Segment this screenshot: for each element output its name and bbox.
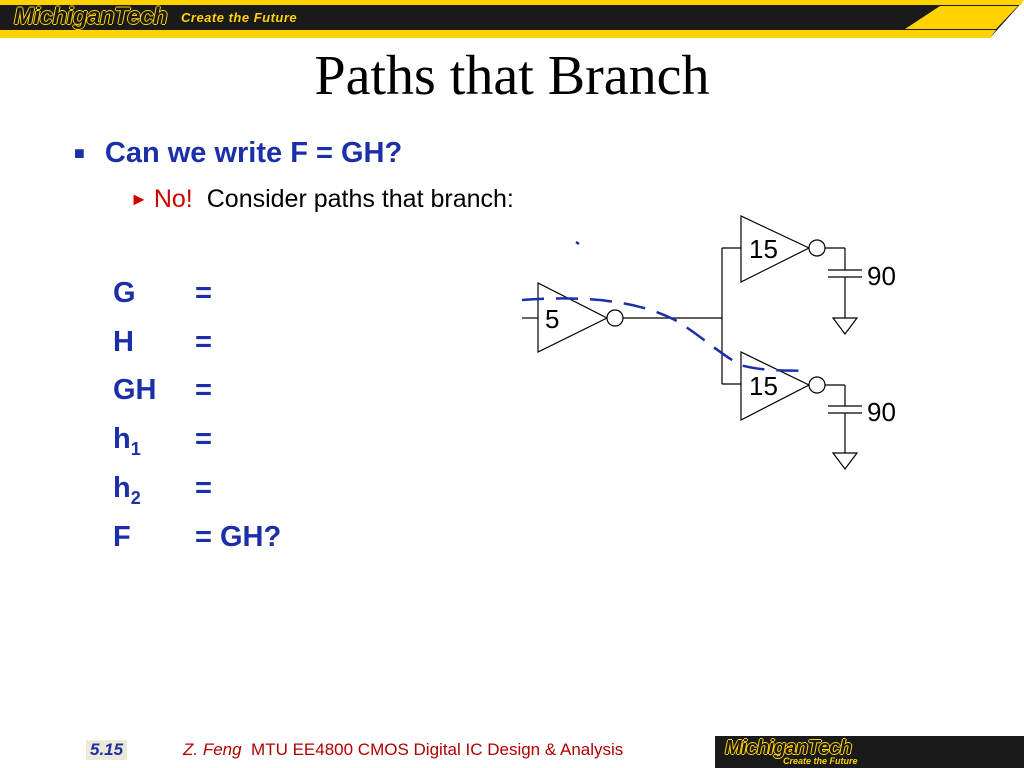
equation-rhs: = bbox=[195, 374, 212, 406]
equation-rhs: = bbox=[195, 277, 212, 309]
bottom-ground-symbol bbox=[831, 452, 859, 470]
bottom-gate-size: 15 bbox=[749, 371, 778, 401]
annotation-tick bbox=[575, 240, 580, 246]
page-number: 5.15 bbox=[86, 740, 128, 760]
equation-lhs: G bbox=[113, 277, 136, 309]
equation-lhs: H bbox=[113, 326, 134, 358]
banner-graphic bbox=[0, 0, 1024, 38]
input-gate-size: 5 bbox=[545, 304, 560, 334]
equation-row: h2 = bbox=[113, 472, 212, 509]
equation-rhs: = bbox=[195, 423, 212, 455]
triangle-bullet-icon: ► bbox=[130, 189, 148, 209]
footer-tagline: Create the Future bbox=[783, 756, 858, 766]
top-load-value: 90 bbox=[867, 261, 896, 291]
equation-row: GH = bbox=[113, 374, 212, 411]
equation-lhs: h2 bbox=[113, 472, 141, 508]
header-tagline: Create the Future bbox=[181, 10, 298, 25]
bullet-level1: ■ Can we write F = GH? bbox=[74, 137, 402, 170]
square-bullet-icon: ■ bbox=[74, 143, 85, 163]
bottom-load-value: 90 bbox=[867, 397, 896, 427]
equation-row: H= bbox=[113, 326, 212, 363]
bottom-inverter-bubble bbox=[808, 376, 826, 394]
top-ground-symbol bbox=[831, 317, 859, 335]
branch-path-dashed bbox=[521, 297, 809, 373]
top-inverter-bubble bbox=[808, 239, 826, 257]
header-banner: MichiganTech Create the Future bbox=[0, 0, 1024, 38]
header-logo: MichiganTech bbox=[14, 3, 168, 30]
slide-title: Paths that Branch bbox=[314, 45, 710, 107]
equation-lhs: GH bbox=[113, 374, 157, 406]
equation-row: F = GH? bbox=[113, 521, 281, 558]
bullet-level1-text: Can we write F = GH? bbox=[104, 137, 403, 169]
top-gate-size: 15 bbox=[749, 234, 778, 264]
bullet-level2-text: Consider paths that branch: bbox=[206, 185, 514, 213]
equation-lhs: h1 bbox=[113, 423, 141, 459]
branching-circuit: 5 15 15 90 90 bbox=[500, 210, 920, 485]
input-inverter-triangle bbox=[537, 282, 609, 353]
equation-row: h1 = bbox=[113, 423, 212, 460]
equation-rhs: = GH? bbox=[195, 521, 282, 553]
bullet-level2-emphasis: No! bbox=[153, 185, 193, 213]
circuit-schematic bbox=[521, 215, 862, 470]
equation-lhs: F bbox=[113, 521, 131, 553]
input-inverter-bubble bbox=[606, 309, 624, 327]
equation-row: G= bbox=[113, 277, 212, 314]
bullet-level2: ►No! Consider paths that branch: bbox=[130, 185, 514, 214]
footer-author: Z. Feng bbox=[183, 740, 242, 759]
footer-logo: MichiganTech Create the Future bbox=[715, 736, 1024, 768]
footer-credit: Z. Feng MTU EE4800 CMOS Digital IC Desig… bbox=[183, 740, 623, 760]
equation-rhs: = bbox=[195, 326, 212, 358]
top-inverter-triangle bbox=[740, 215, 811, 283]
footer-logo-text: MichiganTech bbox=[725, 737, 852, 759]
equation-rhs: = bbox=[195, 472, 212, 504]
footer-course: MTU EE4800 CMOS Digital IC Design & Anal… bbox=[251, 740, 624, 759]
